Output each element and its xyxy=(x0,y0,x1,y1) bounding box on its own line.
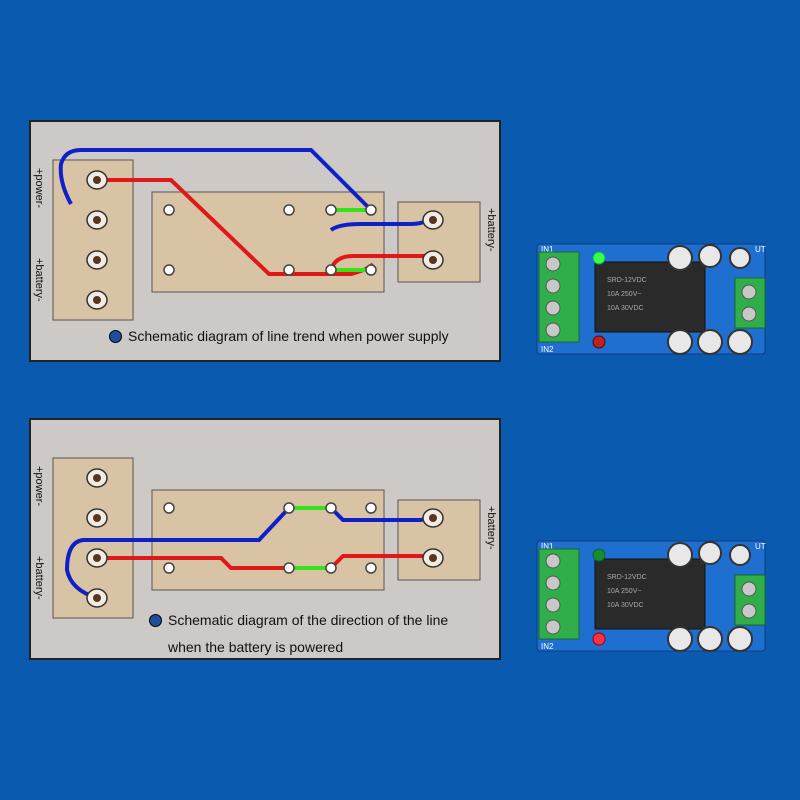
relay-text: 10A 30VDC xyxy=(607,305,644,312)
negative-wire-1 xyxy=(64,506,291,600)
left-label-power: +power- xyxy=(33,168,45,209)
right-label-battery: +battery- xyxy=(485,208,497,252)
info-bullet-icon xyxy=(109,329,122,343)
diagram-bottom-panel: +power- +battery- +battery- Schematic di… xyxy=(29,418,501,660)
label-in2: IN2 xyxy=(541,345,554,354)
caption-bottom-2: when the battery is powered xyxy=(168,639,343,655)
relay-text: SRD-12VDC xyxy=(607,277,647,284)
caption-top: Schematic diagram of line trend when pow… xyxy=(109,328,449,344)
relay-pin xyxy=(325,562,337,574)
info-bullet-icon xyxy=(149,613,162,627)
relay xyxy=(594,558,706,630)
module-board-bottom: IN1 IN2 UT SRD-12VDC 10A 250V~ 10A 30VDC xyxy=(536,540,766,652)
relay-pin xyxy=(283,562,295,574)
negative-wire-1 xyxy=(58,148,373,212)
relay-pin xyxy=(325,204,337,216)
relay xyxy=(594,261,706,333)
green-led-icon xyxy=(592,548,606,562)
caption-text: Schematic diagram of the direction of th… xyxy=(168,612,449,628)
relay-pin xyxy=(283,264,295,276)
label-in1: IN1 xyxy=(541,245,554,254)
diagram-bottom-wiring xyxy=(52,457,481,619)
relay-text: 10A 30VDC xyxy=(607,602,644,609)
positive-wire-1 xyxy=(97,556,289,570)
relay-pin xyxy=(163,204,175,216)
relay-pin xyxy=(283,502,295,514)
relay-text: SRD-12VDC xyxy=(607,574,647,581)
relay-pin xyxy=(163,502,175,514)
left-label-battery: +battery- xyxy=(33,258,45,302)
left-label-battery: +battery- xyxy=(33,556,45,600)
relay-pin xyxy=(163,562,175,574)
label-out: UT xyxy=(755,245,766,254)
relay-pin xyxy=(365,502,377,514)
relay-body xyxy=(151,191,385,293)
relay-pin xyxy=(325,502,337,514)
relay-pin xyxy=(365,562,377,574)
right-label-battery: +battery- xyxy=(485,506,497,550)
left-label-power: +power- xyxy=(33,466,45,507)
relay-pin xyxy=(325,264,337,276)
module-board-top: IN1 IN2 UT SRD-12VDC 10A 250V~ 10A 30VDC xyxy=(536,243,766,355)
relay-pin xyxy=(163,264,175,276)
red-led-icon xyxy=(592,335,606,349)
relay-text: 10A 250V~ xyxy=(607,291,641,298)
label-out: UT xyxy=(755,542,766,551)
relay-text: 10A 250V~ xyxy=(607,588,641,595)
caption-text: Schematic diagram of line trend when pow… xyxy=(128,328,449,344)
green-led-icon xyxy=(592,251,606,265)
label-in1: IN1 xyxy=(541,542,554,551)
relay-pin xyxy=(365,204,377,216)
diagram-top-wiring xyxy=(52,148,481,321)
diagram-top-panel: +power- +battery- +battery- Schematic di… xyxy=(29,120,501,362)
label-in2: IN2 xyxy=(541,642,554,651)
red-led-icon xyxy=(592,632,606,646)
relay-pin xyxy=(283,204,295,216)
relay-pin xyxy=(365,264,377,276)
caption-text: when the battery is powered xyxy=(168,639,344,655)
caption-bottom-1: Schematic diagram of the direction of th… xyxy=(149,612,448,628)
